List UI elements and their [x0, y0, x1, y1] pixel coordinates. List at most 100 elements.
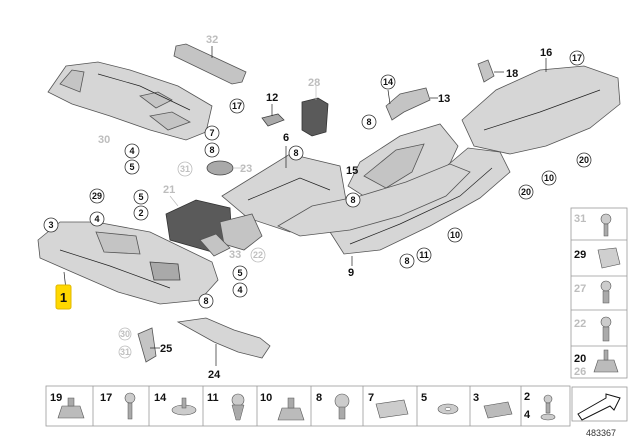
- strip-item-14[interactable]: 14: [154, 392, 197, 416]
- callout-1-highlight[interactable]: 1: [55, 284, 72, 310]
- strip-item-2[interactable]: 2: [524, 391, 553, 414]
- strip-item-4[interactable]: 4: [524, 409, 556, 421]
- callout-13[interactable]: 13: [438, 93, 450, 105]
- callout-9[interactable]: 9: [348, 267, 354, 279]
- callout-2-mid[interactable]: 2: [133, 205, 149, 221]
- callout-8-bottom-right[interactable]: 8: [399, 253, 415, 269]
- callout-4-left[interactable]: 4: [89, 211, 105, 227]
- callout-32[interactable]: 32: [206, 34, 218, 46]
- svg-text:8: 8: [293, 148, 298, 158]
- svg-text:8: 8: [316, 392, 322, 404]
- callout-33[interactable]: 33: [229, 249, 241, 261]
- part-18-shape: [477, 59, 504, 83]
- side-panel: 31 29 27 22 20 26: [570, 207, 628, 379]
- svg-text:4: 4: [129, 146, 134, 156]
- strip-item-17[interactable]: 17: [100, 392, 136, 420]
- callout-4-top[interactable]: 4: [124, 143, 140, 159]
- callout-20-right[interactable]: 20: [576, 152, 592, 168]
- callout-23[interactable]: 23: [240, 163, 252, 175]
- callout-16[interactable]: 16: [540, 47, 552, 59]
- strip-item-7[interactable]: 7: [368, 392, 409, 419]
- callout-28[interactable]: 28: [308, 77, 320, 89]
- callout-25[interactable]: 25: [160, 343, 172, 355]
- side-item-31[interactable]: 31: [574, 213, 612, 237]
- strip-item-3[interactable]: 3: [473, 392, 513, 419]
- callout-18[interactable]: 18: [506, 68, 518, 80]
- callout-31-top[interactable]: 31: [177, 161, 193, 177]
- part-15-shape: [347, 123, 459, 205]
- strip-item-11[interactable]: 11: [207, 392, 245, 421]
- svg-text:5: 5: [129, 162, 134, 172]
- svg-text:20: 20: [579, 155, 589, 165]
- svg-text:14: 14: [383, 77, 393, 87]
- part-24-shape: [176, 317, 271, 366]
- part-10-shape: [277, 163, 471, 237]
- callout-5-top[interactable]: 5: [124, 159, 140, 175]
- svg-text:3: 3: [48, 220, 53, 230]
- callout-6[interactable]: 6: [283, 132, 289, 144]
- svg-text:20: 20: [521, 187, 531, 197]
- callout-24[interactable]: 24: [208, 369, 221, 381]
- svg-text:7: 7: [368, 392, 374, 404]
- callout-4-lower[interactable]: 4: [232, 282, 248, 298]
- callout-20-mid[interactable]: 20: [518, 184, 534, 200]
- side-item-29[interactable]: 29: [574, 247, 621, 269]
- side-item-26[interactable]: 26: [574, 366, 586, 378]
- callout-5-mid[interactable]: 5: [133, 189, 149, 205]
- strip-item-5[interactable]: 5: [421, 392, 459, 415]
- strip-item-10[interactable]: 10: [260, 392, 305, 421]
- svg-text:11: 11: [419, 250, 429, 260]
- svg-text:2: 2: [138, 208, 143, 218]
- callout-10-right[interactable]: 10: [541, 170, 557, 186]
- svg-text:22: 22: [253, 250, 263, 260]
- callout-8-upper-right[interactable]: 8: [361, 114, 377, 130]
- svg-text:5: 5: [138, 192, 143, 202]
- callout-21[interactable]: 21: [163, 184, 175, 196]
- strip-item-8[interactable]: 8: [316, 392, 350, 420]
- svg-text:3: 3: [473, 392, 479, 404]
- part-28-shape: [301, 86, 329, 137]
- svg-text:8: 8: [350, 195, 355, 205]
- svg-text:8: 8: [209, 145, 214, 155]
- callout-29-left[interactable]: 29: [89, 188, 105, 204]
- strip-item-19[interactable]: 19: [50, 392, 85, 419]
- callout-11[interactable]: 11: [416, 247, 432, 263]
- side-item-27[interactable]: 27: [574, 280, 612, 304]
- svg-text:22: 22: [574, 318, 586, 330]
- svg-text:4: 4: [94, 214, 99, 224]
- callout-7-top[interactable]: 7: [204, 125, 220, 141]
- svg-text:5: 5: [421, 392, 427, 404]
- callout-8-mid-right[interactable]: 8: [345, 192, 361, 208]
- callout-3-left[interactable]: 3: [43, 217, 59, 233]
- part-25-shape: [137, 327, 160, 363]
- svg-text:8: 8: [366, 117, 371, 127]
- callout-10-center[interactable]: 10: [447, 227, 463, 243]
- callout-8-center[interactable]: 8: [288, 145, 304, 161]
- callout-30[interactable]: 30: [98, 134, 110, 146]
- callout-31-lower[interactable]: 31: [118, 345, 132, 359]
- svg-text:10: 10: [260, 392, 272, 404]
- svg-text:5: 5: [237, 268, 242, 278]
- callout-8-top[interactable]: 8: [204, 142, 220, 158]
- callout-30-lower[interactable]: 30: [118, 327, 132, 341]
- part-12-shape: [261, 104, 285, 127]
- svg-text:31: 31: [574, 213, 586, 225]
- svg-text:7: 7: [209, 128, 214, 138]
- side-item-20[interactable]: 20: [574, 349, 619, 373]
- callout-8-lower[interactable]: 8: [198, 293, 214, 309]
- callout-15[interactable]: 15: [346, 165, 358, 177]
- svg-text:10: 10: [544, 173, 554, 183]
- callout-12[interactable]: 12: [266, 92, 278, 104]
- part-1-shape: [37, 221, 219, 305]
- svg-text:8: 8: [203, 296, 208, 306]
- callout-17-right[interactable]: 17: [569, 50, 585, 66]
- callout-22-mid[interactable]: 22: [250, 247, 266, 263]
- part-13-shape: [385, 87, 438, 121]
- side-item-22[interactable]: 22: [574, 316, 612, 342]
- callout-17-top[interactable]: 17: [229, 98, 245, 114]
- svg-text:19: 19: [50, 392, 62, 404]
- callout-5-lower[interactable]: 5: [232, 265, 248, 281]
- callout-14[interactable]: 14: [380, 74, 396, 90]
